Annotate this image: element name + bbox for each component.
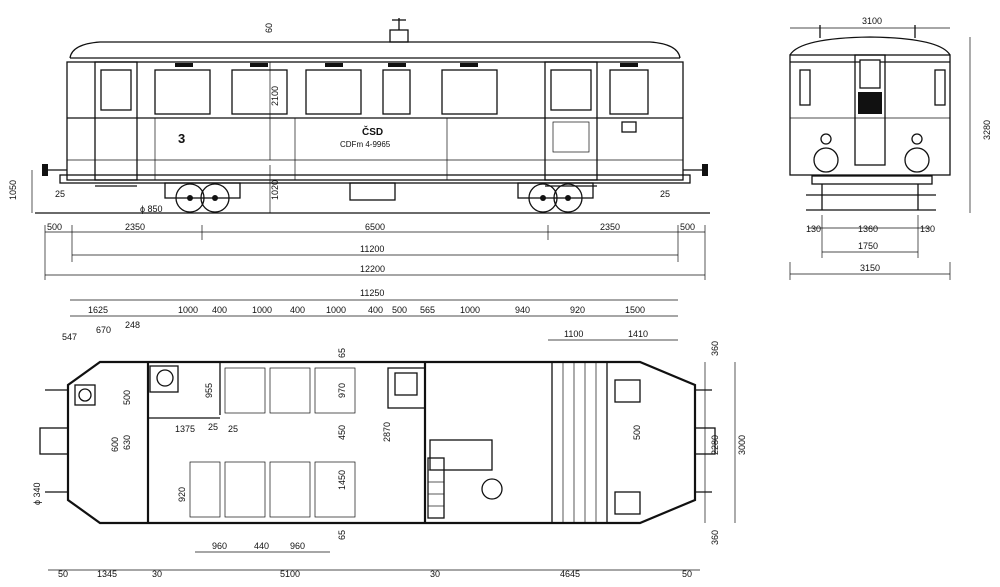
dim-top-1000c: 1000	[326, 305, 346, 315]
dim-seat-440: 440	[254, 541, 269, 551]
floor-plan: 11250 1625 1000 400 1000 400 1000 400 50…	[32, 288, 747, 579]
dim-500-cab: 500	[632, 425, 642, 440]
dim-roof-60: 60	[264, 23, 274, 33]
dim-630: 630	[122, 435, 132, 450]
dim-top-1625: 1625	[88, 305, 108, 315]
dim-bottom-4645: 4645	[560, 569, 580, 579]
dim-seat-960a: 960	[212, 541, 227, 551]
dim-end-height: 3280	[982, 120, 992, 140]
dim-65-bottom: 65	[337, 530, 347, 540]
dim-seat-960b: 960	[290, 541, 305, 551]
dim-end-130-right: 130	[920, 224, 935, 234]
dim-bottom-50-left: 50	[58, 569, 68, 579]
dim-floor-height: 1020	[270, 180, 280, 200]
car-designation: CDFm 4-9965	[340, 140, 391, 149]
dim-bottom-1345: 1345	[97, 569, 117, 579]
dim-547: 547	[62, 332, 77, 342]
dim-65-top: 65	[337, 348, 347, 358]
dim-6500: 6500	[365, 222, 385, 232]
dim-top-400b: 400	[290, 305, 305, 315]
dim-920-plan: 920	[177, 487, 187, 502]
dim-door-1100: 1100	[564, 329, 583, 339]
dim-top-400a: 400	[212, 305, 227, 315]
dim-end-width-top: 3100	[862, 16, 882, 26]
side-elevation: 3 ČSD CDFm 4-9965 1050 25 25 2100 1020 6…	[8, 18, 710, 280]
dim-25b: 25	[228, 424, 238, 434]
dim-500-right: 500	[680, 222, 695, 232]
operator-mark: ČSD	[362, 125, 383, 138]
dim-top-1000d: 1000	[460, 305, 480, 315]
dim-bottom-30-right: 30	[430, 569, 440, 579]
end-elevation: 3100 3280 130 1360 130 1750 3150	[789, 16, 992, 280]
dim-670: 670	[96, 325, 111, 335]
dim-door-1410: 1410	[628, 329, 648, 339]
dim-2870: 2870	[382, 422, 392, 442]
wheel-diameter: ϕ 850	[140, 204, 163, 214]
dim-12200: 12200	[360, 264, 385, 274]
class-number: 3	[178, 131, 185, 146]
dim-top-940: 940	[515, 305, 530, 315]
dim-360-bottom: 360	[710, 530, 720, 545]
dim-top-920: 920	[570, 305, 585, 315]
dim-600: 600	[110, 437, 120, 452]
dim-end-1360: 1360	[858, 224, 878, 234]
dim-1450: 1450	[337, 470, 347, 490]
dim-11200: 11200	[360, 244, 384, 254]
dim-end-3150: 3150	[860, 263, 880, 273]
dim-end-130-left: 130	[806, 224, 821, 234]
dim-360-top: 360	[710, 341, 720, 356]
dim-500-plan: 500	[122, 390, 132, 405]
dim-bottom-5100: 5100	[280, 569, 300, 579]
dim-top-1000a: 1000	[178, 305, 198, 315]
dim-3000: 3000	[737, 435, 747, 455]
dim-25-left: 25	[55, 189, 65, 199]
dim-bottom-50-right: 50	[682, 569, 692, 579]
dim-end-1750: 1750	[858, 241, 878, 251]
dim-25-right: 25	[660, 189, 670, 199]
dim-1375: 1375	[175, 424, 195, 434]
dim-bottom-30-left: 30	[152, 569, 162, 579]
dim-plan-11250: 11250	[360, 288, 384, 298]
dim-window-height: 2100	[270, 86, 280, 106]
dim-970: 970	[337, 383, 347, 398]
dim-2280: 2280	[710, 435, 720, 455]
dim-450: 450	[337, 425, 347, 440]
dim-500-left: 500	[47, 222, 62, 232]
dim-248: 248	[125, 320, 140, 330]
dim-25a: 25	[208, 422, 218, 432]
dim-2350-right: 2350	[600, 222, 620, 232]
dim-top-1500: 1500	[625, 305, 645, 315]
dim-dia-340: ϕ 340	[32, 482, 42, 505]
dim-top-1000b: 1000	[252, 305, 272, 315]
dim-955: 955	[204, 383, 214, 398]
dim-top-500: 500	[392, 305, 407, 315]
dim-2350-left: 2350	[125, 222, 145, 232]
dim-height-buffer: 1050	[8, 180, 18, 200]
dim-top-400c: 400	[368, 305, 383, 315]
dim-top-565: 565	[420, 305, 435, 315]
